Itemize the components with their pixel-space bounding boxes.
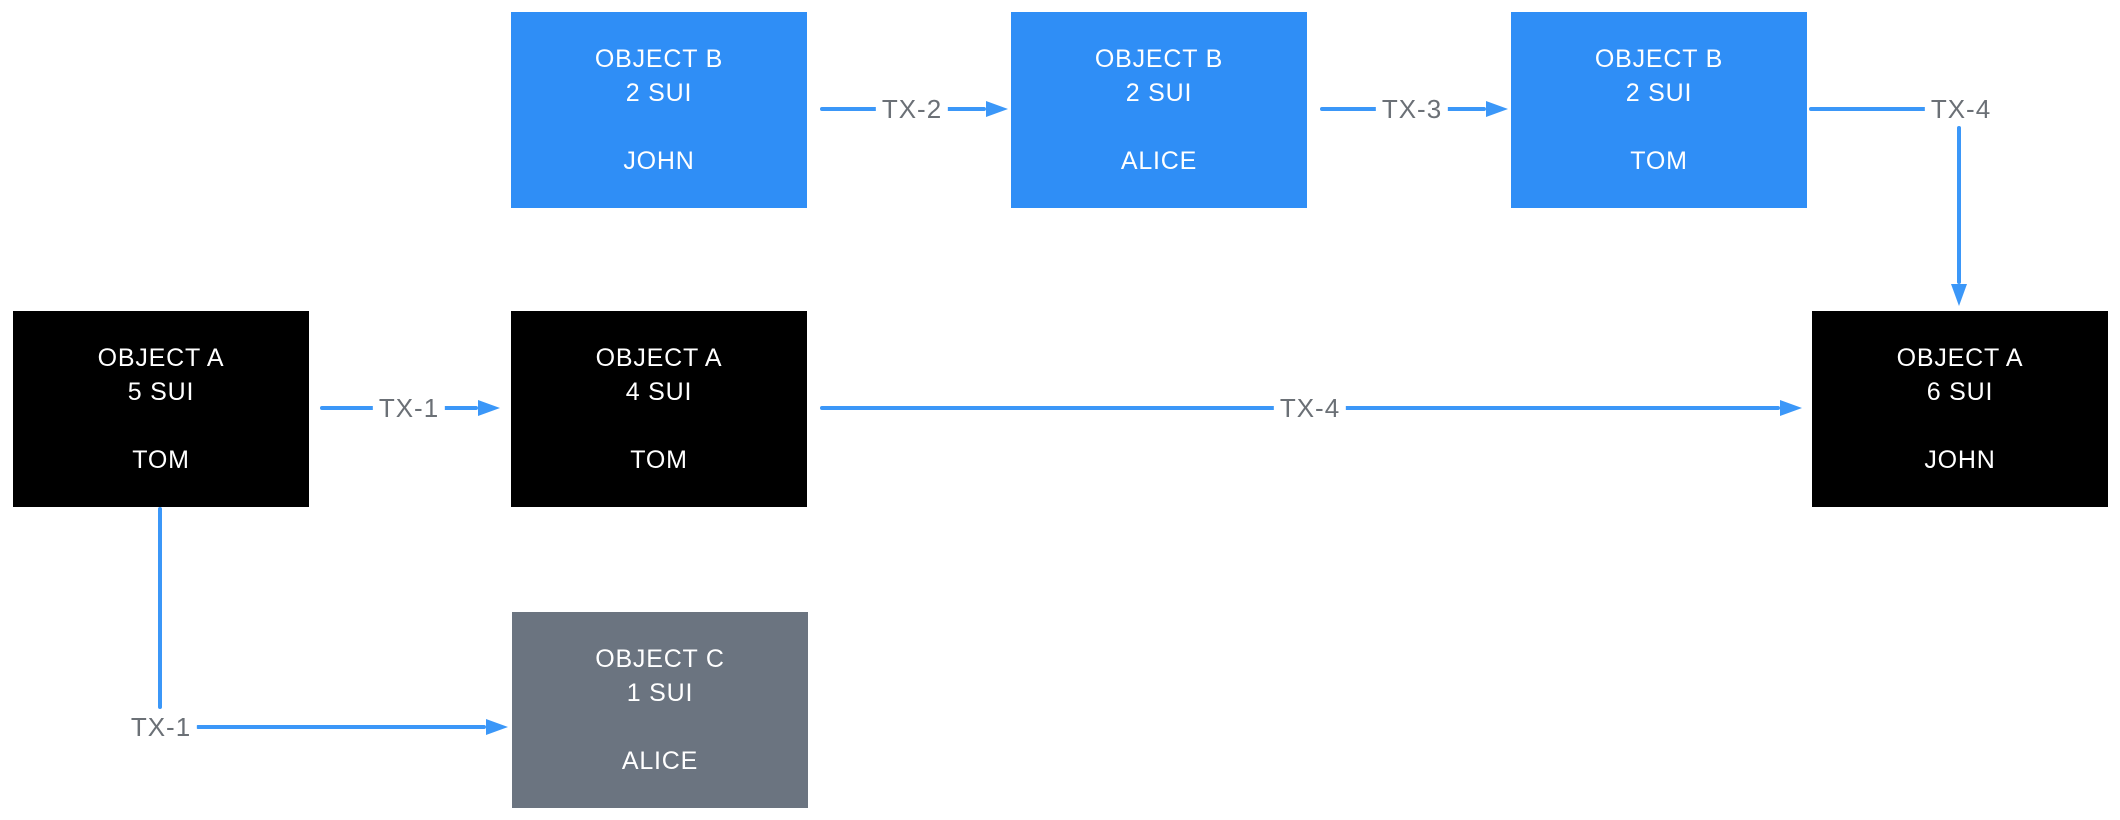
arrowhead-right-icon [1780,400,1802,416]
arrowhead-right-icon [486,719,508,735]
node-owner: JOHN [623,147,695,175]
node-title: OBJECT C [595,645,725,673]
node-title: OBJECT B [1594,45,1724,73]
arrowhead-right-icon [478,400,500,416]
node-owner: TOM [1630,147,1688,175]
node-title: OBJECT A [595,344,723,372]
node-title: OBJECT A [97,344,225,372]
node-title: OBJECT B [594,45,724,73]
edge-tx1-to-c-label: TX-1 [124,712,198,742]
edge-tx2-label: TX-2 [875,94,949,124]
node-amount: 6 SUI [1926,378,1994,406]
edge-tx1-label: TX-1 [372,393,446,423]
node-title: OBJECT B [1094,45,1224,73]
arrowhead-down-icon [1951,284,1967,306]
node-object-b-tom: OBJECT B 2 SUI TOM [1511,12,1807,208]
node-owner: ALICE [1120,147,1198,175]
edge-tx4-horizontal-line [1809,107,1933,111]
edge-tx3-label: TX-3 [1375,94,1449,124]
edge-tx4-corner-label: TX-4 [1924,94,1998,124]
node-owner: TOM [132,446,190,474]
node-object-b-alice: OBJECT B 2 SUI ALICE [1011,12,1307,208]
node-amount: 1 SUI [626,679,694,707]
node-amount: 2 SUI [1125,79,1193,107]
arrowhead-right-icon [986,101,1008,117]
arrowhead-right-icon [1486,101,1508,117]
node-owner: ALICE [621,747,699,775]
node-object-a-6-john: OBJECT A 6 SUI JOHN [1812,311,2108,507]
node-owner: JOHN [1924,446,1996,474]
node-amount: 2 SUI [1625,79,1693,107]
node-object-a-5-tom: OBJECT A 5 SUI TOM [13,311,309,507]
edge-tx4-long-label: TX-4 [1273,393,1347,423]
edge-tx1-to-c-vertical-line [158,507,162,709]
node-amount: 5 SUI [127,378,195,406]
node-title: OBJECT A [1896,344,2024,372]
node-amount: 4 SUI [625,378,693,406]
edge-tx4-vertical-line [1957,126,1961,284]
edge-tx1-to-c-horizontal-line [196,725,486,729]
node-object-a-4-tom: OBJECT A 4 SUI TOM [511,311,807,507]
node-object-b-john: OBJECT B 2 SUI JOHN [511,12,807,208]
node-amount: 2 SUI [625,79,693,107]
node-object-c-alice: OBJECT C 1 SUI ALICE [512,612,808,808]
node-owner: TOM [630,446,688,474]
